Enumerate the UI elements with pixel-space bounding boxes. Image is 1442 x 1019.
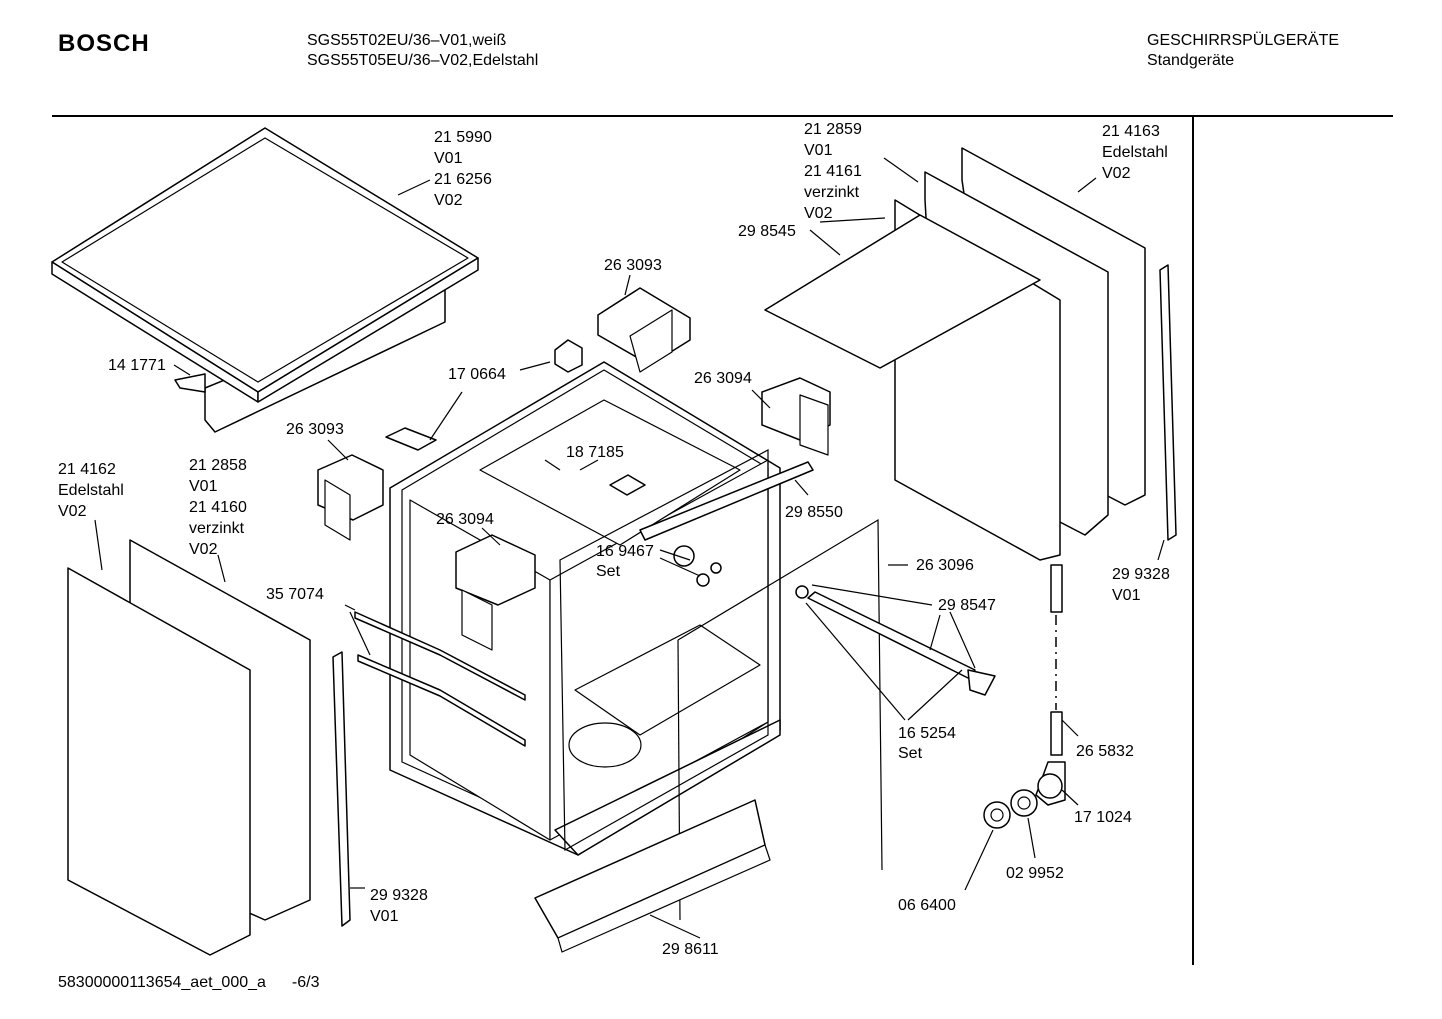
door-catch: [609, 474, 646, 496]
callout-rail-298547: 29 8547: [938, 597, 996, 614]
callout-worktop: 21 5990 V01 21 6256 V02: [434, 129, 496, 209]
callout-top-left-141771: 14 1771: [108, 357, 166, 374]
model-line-1: SGS55T02EU/36–V01,weiß: [307, 32, 507, 49]
tension-rail: [795, 585, 996, 696]
side-strip-left: [332, 651, 351, 927]
hinge-bracket-mid: [455, 534, 536, 651]
callout-gasket-263096: 26 3096: [916, 557, 974, 574]
category-block: GESCHIRRSPÜLGERÄTE Standgeräte: [1147, 31, 1339, 71]
worktop-part: [51, 127, 479, 433]
callout-strip-299328-right: 29 9328 V01: [1112, 566, 1174, 604]
callout-side-left-inner: 21 2858 V01 21 4160 verzinkt V02: [189, 457, 251, 558]
footer: 58300000113654_aet_000_a -6/3: [58, 974, 320, 992]
callout-side-right-outer: 21 4163 Edelstahl V02: [1102, 123, 1172, 182]
drain-nut: [1010, 789, 1038, 817]
callout-cover-298545: 29 8545: [738, 223, 796, 240]
cover-plate: [764, 214, 1041, 369]
tub-body: [389, 361, 781, 856]
callout-hinge-263093-left: 26 3093: [286, 421, 344, 438]
kickplate: [534, 799, 771, 953]
bracket-plate-upper: [554, 339, 583, 373]
drain-hose-lower: [1050, 711, 1063, 756]
callout-bracket-170664: 17 0664: [448, 366, 506, 383]
drain-hose-upper: [1050, 564, 1063, 613]
callout-side-right-inner: 21 2859 V01 21 4161 verzinkt V02: [804, 121, 866, 222]
callout-elbow-171024: 17 1024: [1074, 809, 1132, 826]
document-id: 58300000113654_aet_000_a: [58, 974, 266, 991]
callout-ring-169467: 16 9467 Set: [596, 543, 658, 580]
callout-hinge-263094-mid: 26 3094: [436, 511, 494, 528]
model-line-2: SGS55T05EU/36–V02,Edelstahl: [307, 52, 539, 69]
callout-strip-299328-left: 29 9328 V01: [370, 887, 432, 925]
category-subtitle: Standgeräte: [1147, 52, 1235, 69]
callout-rail-357074: 35 7074: [266, 586, 324, 603]
callout-cap-066400: 06 6400: [898, 897, 956, 914]
rail-pair: [354, 611, 526, 747]
callout-seal-298550: 29 8550: [785, 504, 843, 521]
callout-side-left-outer: 21 4162 Edelstahl V02: [58, 461, 128, 520]
ring-set: [673, 545, 722, 587]
callout-hinge-263093-top: 26 3093: [604, 257, 662, 274]
callout-hose-265832: 26 5832: [1076, 743, 1134, 760]
seal-strip: [639, 461, 814, 541]
side-panel-left-outer: [67, 567, 251, 956]
side-strip-right: [1159, 264, 1177, 541]
leader-lines: [94, 157, 1165, 939]
drain-elbow: [1035, 761, 1066, 806]
page-number: -6/3: [291, 974, 320, 991]
callout-catch-187185: 18 7185: [566, 444, 624, 461]
drain-cap: [983, 801, 1011, 829]
hinge-bracket-right: [761, 377, 831, 456]
callout-hinge-263094-right: 26 3094: [694, 370, 752, 387]
brand-logo: BOSCH: [58, 30, 150, 57]
callout-set-165254: 16 5254 Set: [898, 725, 960, 762]
callout-nut-029952: 02 9952: [1006, 865, 1064, 882]
model-list: SGS55T02EU/36–V01,weiß SGS55T05EU/36–V02…: [307, 31, 538, 71]
bracket-plate-lower: [385, 427, 437, 451]
door-gasket-frame: [559, 449, 769, 852]
callout-kickplate-298611: 29 8611: [662, 941, 719, 958]
category-title: GESCHIRRSPÜLGERÄTE: [1147, 32, 1340, 49]
hinge-bracket-left: [317, 454, 384, 541]
hinge-bracket-top: [597, 287, 691, 373]
